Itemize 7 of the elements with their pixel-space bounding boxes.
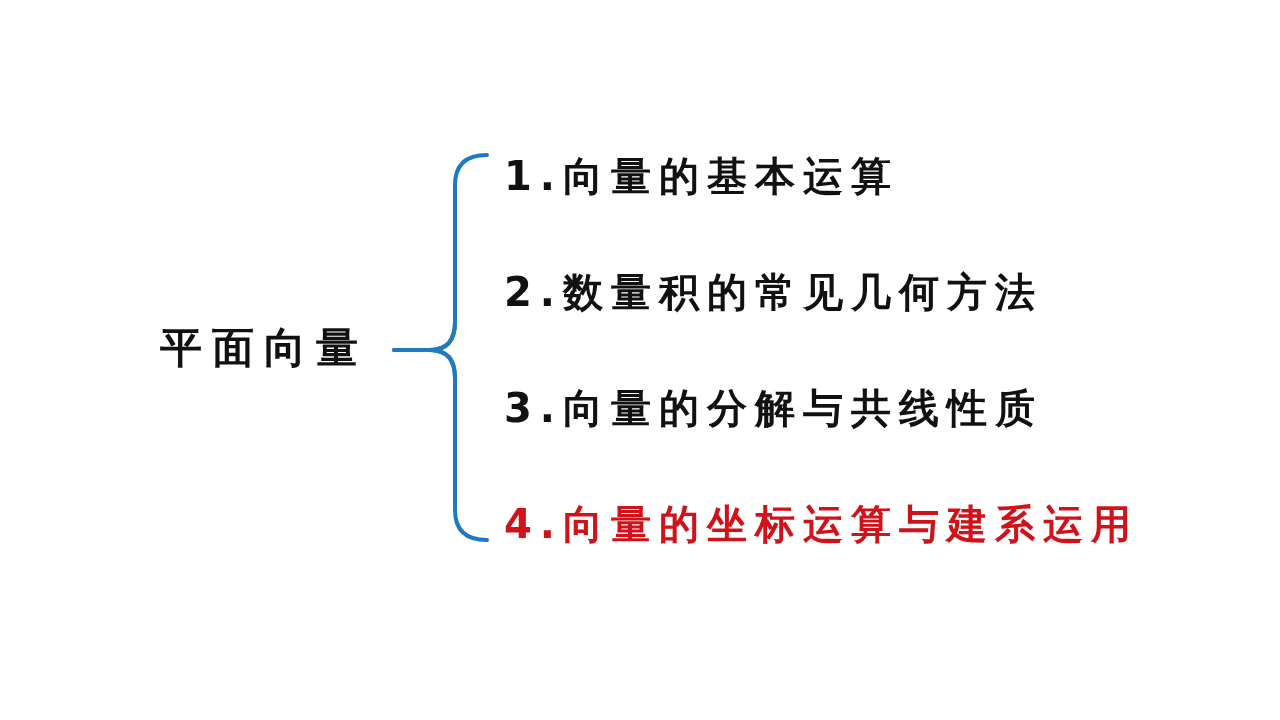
subtopic-label: 3.向量的分解与共线性质 [456,382,1044,434]
topic-label: 平面向量 [160,322,368,374]
subtopic-label: 4.向量的坐标运算与建系运用 [488,498,1140,550]
subtopic-label: 1.向量的基本运算 [488,150,900,202]
curly-brace [394,348,458,410]
curly-brace [392,348,489,542]
subtopic-label: 2.数量积的常见几何方法 [456,266,1044,318]
